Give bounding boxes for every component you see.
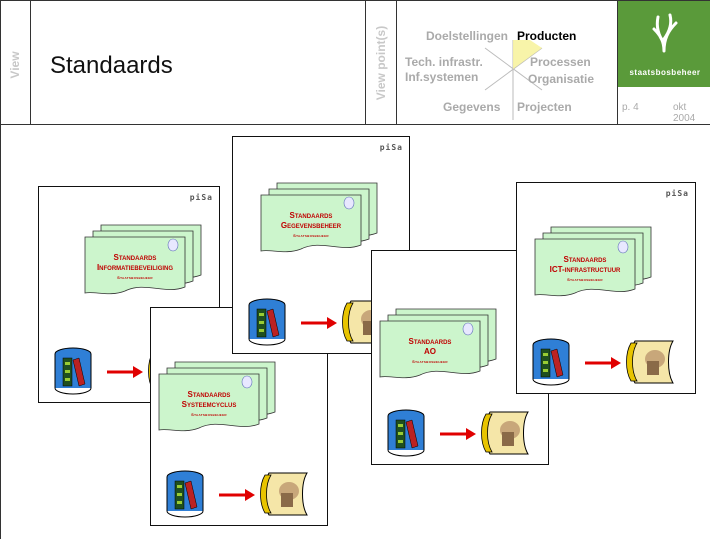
viewpoint-cross-graphic bbox=[484, 40, 543, 120]
viewpoint-producten[interactable]: Producten bbox=[517, 29, 577, 43]
document-title-line2: Informatiebeveiliging bbox=[96, 263, 174, 272]
document-subtitle: Staatsbosbeheer bbox=[412, 359, 448, 364]
database-to-archive-icon bbox=[248, 298, 390, 346]
viewpoints-label: View point(s) bbox=[374, 25, 388, 101]
logo-text: staatsbosbeheer bbox=[629, 68, 701, 77]
document-title-line1: Standaards bbox=[113, 253, 157, 262]
header-divider-2 bbox=[365, 0, 366, 124]
pisa-logo: piSa bbox=[189, 193, 213, 202]
document-title-line1: Standaards bbox=[187, 390, 231, 399]
data-flow-graphic bbox=[386, 408, 548, 458]
viewpoint-projecten[interactable]: Projecten bbox=[517, 100, 572, 114]
page-number: p. 4 bbox=[622, 102, 639, 113]
viewpoint-processen[interactable]: Processen bbox=[530, 55, 591, 69]
page-title: Standaards bbox=[50, 52, 173, 79]
database-to-archive-icon bbox=[387, 409, 529, 457]
view-label: View bbox=[8, 51, 22, 79]
document-subtitle: Staatsbosbeheer bbox=[117, 275, 153, 280]
pisa-logo: piSa bbox=[379, 143, 403, 152]
data-flow-graphic bbox=[531, 337, 695, 387]
document-title-line2: AO bbox=[424, 347, 436, 356]
document-title-line2: ICT-infrastructuur bbox=[549, 265, 621, 274]
data-flow-graphic bbox=[165, 469, 327, 519]
staatsbosbeheer-logo: staatsbosbeheer bbox=[618, 1, 710, 87]
header-bottom-border bbox=[0, 124, 710, 125]
document-stack-icon bbox=[379, 308, 497, 379]
data-flow-graphic bbox=[247, 297, 409, 347]
viewpoint-organisatie[interactable]: Organisatie bbox=[528, 72, 595, 86]
document-subtitle: Staatsbosbeheer bbox=[191, 412, 227, 417]
page-left-border bbox=[0, 0, 1, 539]
document-stack-icon bbox=[84, 224, 202, 295]
viewpoint-tech-infra[interactable]: Tech. infrastr. bbox=[405, 55, 483, 69]
database-to-archive-icon bbox=[166, 470, 308, 518]
document-stack-icon bbox=[260, 182, 378, 253]
document-title-line1: Standaards bbox=[289, 211, 333, 220]
header-top-border bbox=[0, 0, 710, 1]
document-subtitle: Staatsbosbeheer bbox=[567, 277, 603, 282]
tree-icon bbox=[652, 13, 678, 53]
document-title-line1: Standaards bbox=[563, 255, 607, 264]
header-divider-3 bbox=[396, 0, 397, 124]
viewpoint-inf-systemen[interactable]: Inf.systemen bbox=[405, 70, 479, 84]
header-divider-1 bbox=[30, 0, 31, 124]
database-to-archive-icon bbox=[532, 338, 674, 386]
header-divider-4 bbox=[617, 0, 618, 124]
document-title-line2: Gegevensbeheer bbox=[280, 221, 342, 230]
viewpoint-gegevens[interactable]: Gegevens bbox=[443, 100, 501, 114]
document-title-line1: Standaards bbox=[408, 337, 452, 346]
viewpoint-doelstellingen[interactable]: Doelstellingen bbox=[426, 29, 509, 43]
pisa-logo: piSa bbox=[665, 189, 689, 198]
document-subtitle: Staatsbosbeheer bbox=[293, 233, 329, 238]
document-title-line2: Systeemcyclus bbox=[181, 400, 237, 409]
document-stack-icon bbox=[158, 361, 276, 432]
page-date: okt 2004 bbox=[673, 102, 696, 124]
document-stack-icon bbox=[534, 226, 652, 297]
